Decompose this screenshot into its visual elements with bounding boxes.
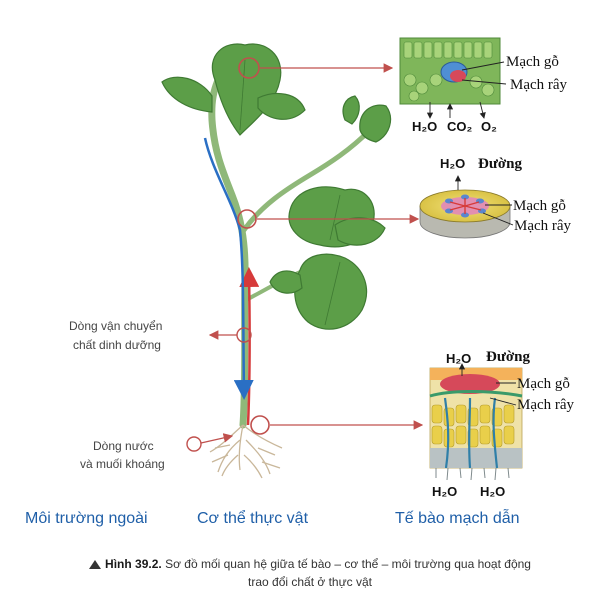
stem-vascular-bundles [445,194,486,218]
root-cortex-cells [431,404,515,448]
caption-text-line2: trao đổi chất ở thực vật [248,575,372,589]
nutrient-flow-label: Dòng vận chuyển chất dinh dưỡng [69,319,162,352]
root-top-sugar: Đường [486,349,530,365]
leaf-branch-right [359,104,392,143]
root-bottom-h2o-left: H₂O [432,484,457,499]
leaf-top [211,43,282,136]
phloem-flow-arrow [239,267,260,426]
nutrient-flow-line2: chất dinh dưỡng [73,338,161,352]
root-xylem-vessels [443,397,499,469]
root-cross-section: H₂O Đường Mạch gỗ Mạch rây H₂O H₂O [429,349,575,499]
pointer-leaf [238,57,394,79]
caption-label: Hình 39.2. [105,557,162,571]
root-xylem-label: Mạch gỗ [517,376,570,392]
caption-line1: Hình 39.2. Sơ đồ mối quan hệ giữa tế bào… [60,555,560,573]
figure-caption: Hình 39.2. Sơ đồ mối quan hệ giữa tế bào… [60,555,560,591]
pointer-root [250,415,424,435]
plant [161,43,392,479]
water-flow-line1: Dòng nước [93,439,154,453]
leaf-gas-h2o: H₂O [412,119,437,134]
region-plant-body: Cơ thể thực vật [197,510,309,527]
region-vascular-cells: Tế bào mạch dẫn [395,510,520,527]
pointer-nutrient-flow [208,327,252,343]
pointer-water-flow [186,433,234,452]
root-bottom-h2o-right: H₂O [480,484,505,499]
leaf-xylem-label: Mạch gỗ [506,54,559,70]
stem-phloem-label: Mạch rây [514,218,572,234]
stem-xylem-label: Mạch gỗ [513,198,566,214]
stem-top-sugar: Đường [478,156,522,172]
pointer-stem [237,209,420,229]
leaf-lower-left [269,270,303,294]
water-flow-label: Dòng nước và muối khoáng [80,439,165,471]
leaf-lower-large [294,253,368,330]
xylem-flow-arrow [203,137,254,400]
nutrient-flow-line1: Dòng vận chuyển [69,319,162,333]
leaf-phloem-label: Mạch rây [510,77,568,93]
plant-roots [209,424,283,479]
region-external-environment: Môi trường ngoài [25,510,148,527]
leaf-branch-tip [342,95,360,125]
root-phloem-label: Mạch rây [517,397,575,413]
leaf-gas-co2: CO₂ [447,119,473,134]
leaf-gas-o2: O₂ [481,119,497,134]
leaf-top-left [161,76,213,113]
leaf-middle-right [334,217,386,246]
stem-top-h2o: H₂O [440,156,465,171]
root-phloem-cells [440,374,500,394]
caption-text-line1: Sơ đồ mối quan hệ giữa tế bào – cơ thể –… [165,557,531,571]
leaf-cross-section: Mạch gỗ Mạch rây H₂O CO₂ O₂ [399,37,568,134]
triangle-icon [89,560,102,569]
water-flow-line2: và muối khoáng [80,457,165,471]
plant-branch [241,127,373,233]
leaf-top-right [257,92,306,120]
root-top-h2o: H₂O [446,351,471,366]
stem-cross-section: H₂O Đường Mạch gỗ Mạch rây [419,156,572,239]
